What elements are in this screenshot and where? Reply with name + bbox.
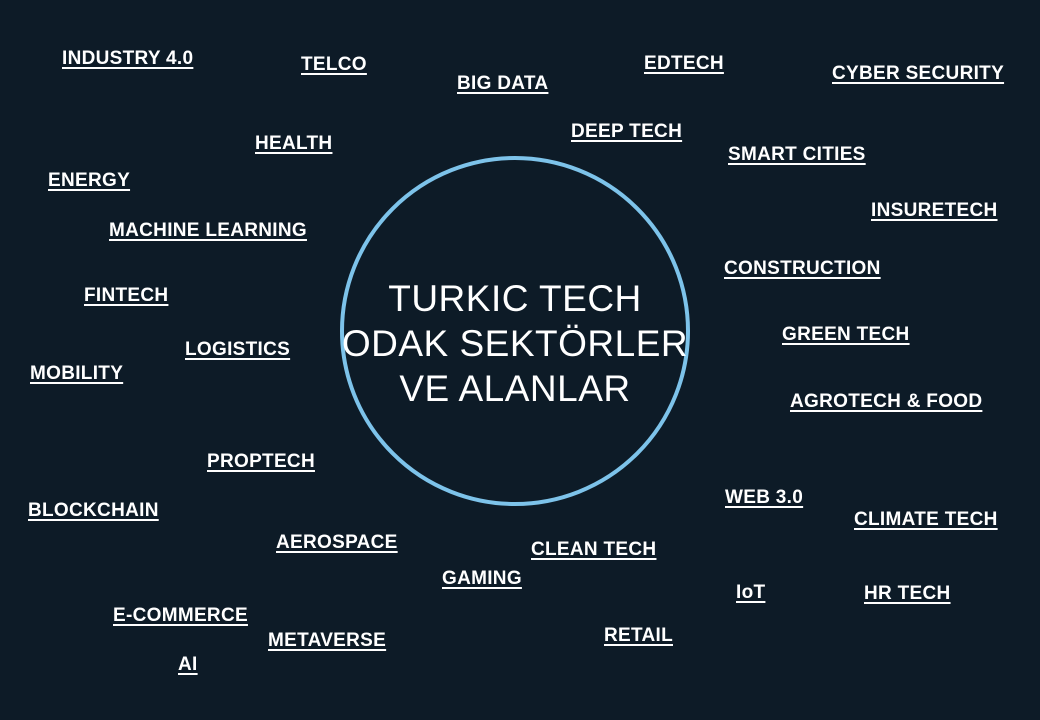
- sector-link-mobility[interactable]: MOBILITY: [30, 363, 124, 384]
- sector-link-blockchain[interactable]: BLOCKCHAIN: [28, 500, 159, 521]
- sector-link-telco[interactable]: TELCO: [301, 54, 367, 75]
- sector-link-gaming[interactable]: GAMING: [442, 568, 522, 589]
- sector-link-metaverse[interactable]: METAVERSE: [268, 630, 387, 651]
- sector-link-hr-tech[interactable]: HR TECH: [864, 583, 951, 604]
- sector-link-clean-tech[interactable]: CLEAN TECH: [531, 539, 657, 560]
- sector-link-green-tech[interactable]: GREEN TECH: [782, 324, 910, 345]
- sector-link-smart-cities[interactable]: SMART CITIES: [728, 144, 866, 165]
- sector-link-climate-tech[interactable]: CLIMATE TECH: [854, 509, 998, 530]
- sector-link-insuretech[interactable]: INSURETECH: [871, 200, 998, 221]
- sector-link-aerospace[interactable]: AEROSPACE: [276, 532, 398, 553]
- title-line-3: VE ALANLAR: [399, 368, 631, 409]
- center-circle: [340, 156, 690, 506]
- sector-link-retail[interactable]: RETAIL: [604, 625, 673, 646]
- sector-link-proptech[interactable]: PROPTECH: [207, 451, 315, 472]
- sector-link-energy[interactable]: ENERGY: [48, 170, 131, 191]
- sector-link-machine-learning[interactable]: MACHINE LEARNING: [109, 220, 307, 241]
- title-line-2: ODAK SEKTÖRLER: [341, 323, 689, 364]
- sector-link-iot[interactable]: IoT: [736, 582, 766, 603]
- sector-link-web-3[interactable]: WEB 3.0: [725, 487, 804, 508]
- sector-link-e-commerce[interactable]: E-COMMERCE: [113, 605, 248, 626]
- sector-link-edtech[interactable]: EDTECH: [644, 53, 724, 74]
- center-title: TURKIC TECH ODAK SEKTÖRLER VE ALANLAR: [340, 276, 690, 411]
- sector-link-construction[interactable]: CONSTRUCTION: [724, 258, 881, 279]
- sector-link-fintech[interactable]: FINTECH: [84, 285, 169, 306]
- sector-link-industry-4[interactable]: INDUSTRY 4.0: [62, 48, 194, 69]
- sector-link-cyber-security[interactable]: CYBER SECURITY: [832, 63, 1005, 84]
- sector-link-ai[interactable]: AI: [178, 654, 198, 675]
- sector-link-health[interactable]: HEALTH: [255, 133, 333, 154]
- sector-link-deep-tech[interactable]: DEEP TECH: [571, 121, 683, 142]
- sector-link-logistics[interactable]: LOGISTICS: [185, 339, 291, 360]
- sector-link-agrotech-food[interactable]: AGROTECH & FOOD: [790, 391, 983, 412]
- sector-link-big-data[interactable]: BIG DATA: [457, 73, 549, 94]
- title-line-1: TURKIC TECH: [388, 278, 642, 319]
